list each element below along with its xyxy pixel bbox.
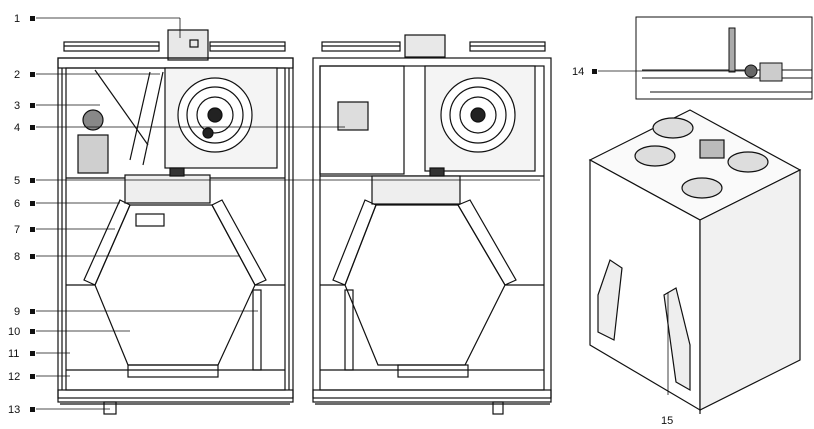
casing-middle [312, 57, 552, 399]
duct-port-3 [727, 151, 769, 173]
callout-7: 7 [14, 224, 20, 236]
callout-1: 1 [14, 13, 20, 25]
inset-frame [635, 16, 813, 100]
callout-6: 6 [14, 198, 20, 210]
left-unit-front-view [57, 29, 294, 415]
leader-lines [36, 17, 745, 410]
callout-13: 13 [8, 404, 20, 416]
junction-box [337, 101, 369, 131]
callout-9: 9 [14, 306, 20, 318]
duct-port-4 [681, 177, 723, 199]
filter-frame-top [124, 174, 211, 204]
callout-5: 5 [14, 175, 20, 187]
callout-12: 12 [8, 371, 20, 383]
drain-tray [127, 364, 219, 378]
callout-3: 3 [14, 100, 20, 112]
middle-unit-rear-view [312, 34, 552, 415]
door-handle-1 [597, 259, 623, 341]
drain-connector [103, 401, 117, 415]
iso-side-face [699, 169, 801, 411]
callout-8: 8 [14, 251, 20, 263]
detail-inset [635, 16, 813, 100]
bypass-actuator [77, 134, 109, 174]
callout-markers [30, 16, 597, 412]
callout-14: 14 [572, 66, 584, 78]
duct-port-2 [634, 145, 676, 167]
callout-4: 4 [14, 122, 20, 134]
casing-left [57, 57, 294, 399]
callout-11: 11 [8, 348, 19, 360]
callout-2: 2 [14, 69, 20, 81]
base-frame [57, 389, 294, 403]
door-handle-2 [663, 287, 691, 392]
side-rail [252, 289, 262, 371]
callout-15: 15 [661, 415, 673, 427]
isometric-unit-view [588, 109, 802, 414]
callout-10: 10 [8, 326, 20, 338]
control-box [167, 29, 209, 61]
duct-port-1 [652, 117, 694, 139]
